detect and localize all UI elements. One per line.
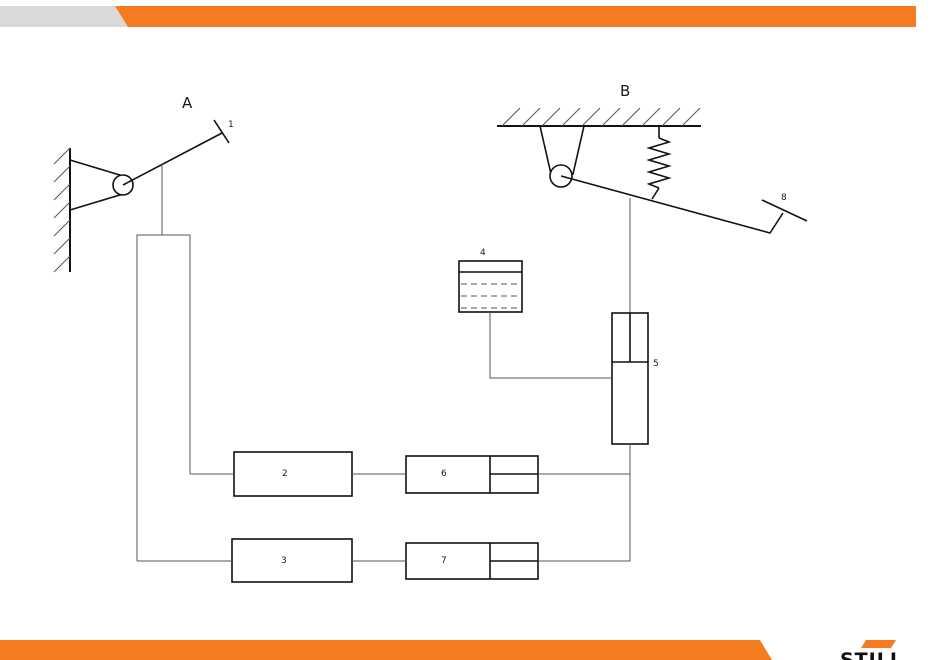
header-band	[0, 6, 916, 27]
lever-b	[561, 176, 783, 233]
ceiling-b-hatching	[502, 108, 700, 126]
cylinder-5	[612, 313, 648, 444]
label-8: 8	[781, 193, 787, 203]
logo-orange-chevron	[861, 640, 896, 648]
label-2: 2	[282, 469, 288, 479]
connection-lines	[137, 312, 630, 561]
label-3: 3	[281, 556, 287, 566]
lever-a	[123, 133, 222, 185]
wall-a-hatching	[54, 148, 70, 272]
label-b: B	[620, 82, 630, 100]
label-5: 5	[653, 359, 659, 369]
spring-bottom	[652, 188, 659, 199]
tall-frame-a	[137, 235, 190, 561]
block-6	[406, 456, 538, 493]
block-3	[232, 539, 352, 582]
label-7: 7	[441, 556, 447, 566]
spring-coil	[649, 138, 669, 188]
label-a: A	[182, 94, 193, 112]
logo-text: STILL	[840, 649, 903, 660]
header-orange-segment	[115, 6, 916, 27]
block-7	[406, 543, 538, 579]
block-2	[234, 452, 352, 496]
label-6: 6	[441, 469, 447, 479]
footer-orange-band	[0, 640, 772, 660]
lever-b-end	[762, 200, 807, 221]
reservoir-4	[459, 261, 522, 312]
header-grey-segment	[0, 6, 128, 27]
still-logo: STILL	[840, 640, 903, 660]
label-4: 4	[480, 248, 486, 258]
mechanism-a	[54, 120, 229, 272]
label-1: 1	[228, 120, 234, 130]
lever-a-end	[214, 120, 229, 143]
mechanism-b	[497, 108, 807, 313]
